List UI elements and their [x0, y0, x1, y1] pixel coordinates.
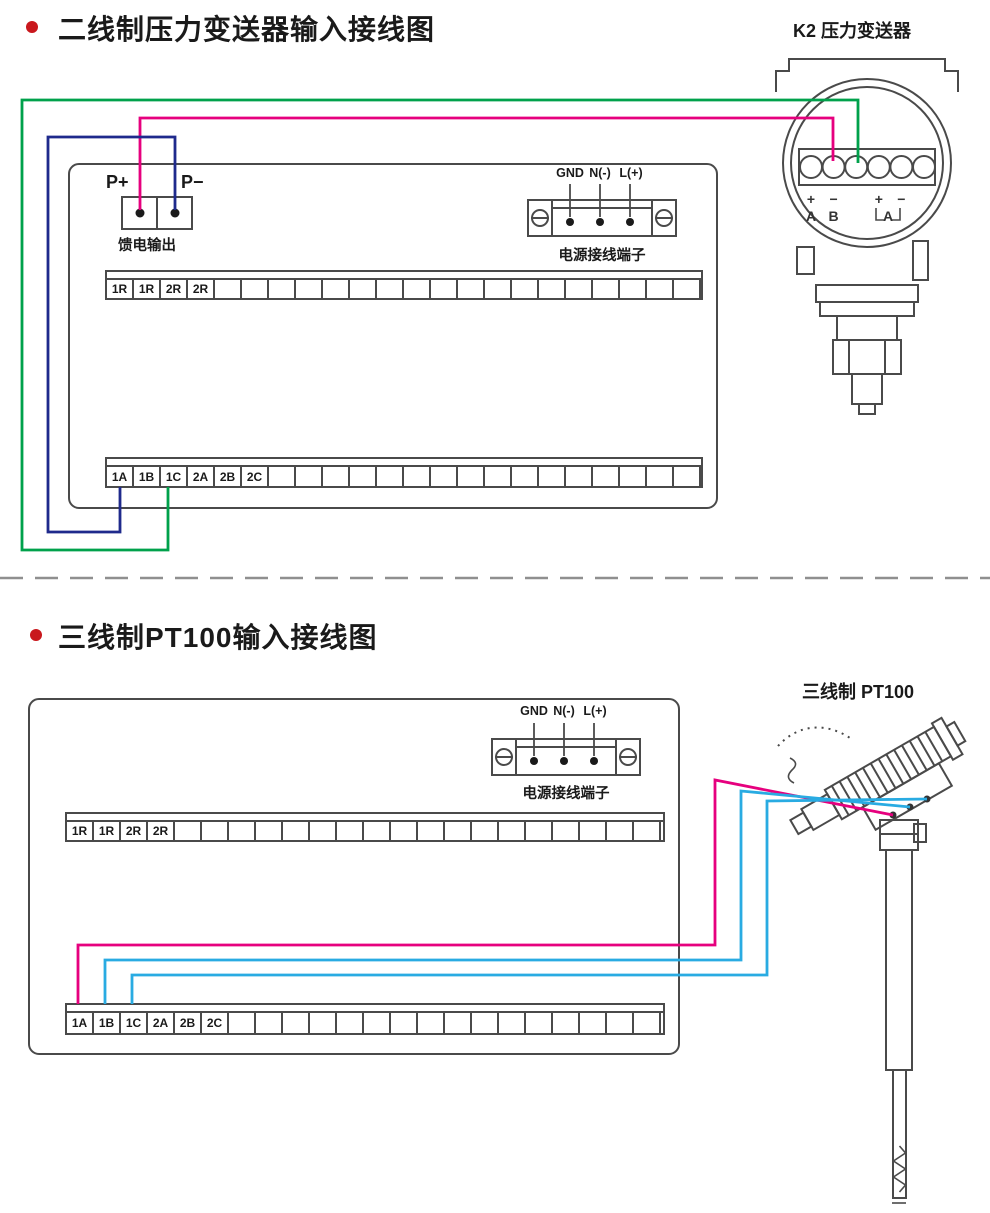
- terminal-cell: 1A: [67, 1013, 94, 1033]
- terminal-cell: 1B: [94, 1013, 121, 1033]
- terminal-sign: +: [875, 191, 883, 207]
- power-label-n-2: N(-): [553, 704, 575, 718]
- terminal-letter: A: [806, 208, 816, 224]
- relay-terminal-strip-1: 1R 1R 2R 2R: [105, 270, 703, 300]
- terminal-sign: −: [830, 191, 838, 207]
- terminal-sign: −: [897, 191, 905, 207]
- input-terminal-strip-1: 1A 1B 1C 2A 2B 2C: [105, 457, 703, 488]
- resistor-zigzag: [892, 1145, 907, 1193]
- section1-title: 二线制压力变送器输入接线图: [58, 14, 436, 45]
- p-minus-label: P−: [181, 172, 204, 192]
- section2-title: 三线制PT100输入接线图: [58, 622, 378, 653]
- input-terminal-strip-2: 1A 1B 1C 2A 2B 2C: [65, 1003, 665, 1035]
- terminal-cell: 1R: [107, 280, 134, 298]
- strip-rail: [67, 1005, 663, 1013]
- terminal-cell: 2A: [148, 1013, 175, 1033]
- terminal-letter: B: [829, 208, 839, 224]
- pt100-head: [789, 716, 967, 836]
- terminal-sign: +: [807, 191, 815, 207]
- strip-empty-cells: [269, 467, 701, 486]
- strip-empty-cells: [229, 1013, 663, 1033]
- terminal-cell: 1R: [134, 280, 161, 298]
- strip-empty-cells: [175, 822, 663, 840]
- bullet-icon: [26, 21, 38, 33]
- terminal-cell: 2R: [161, 280, 188, 298]
- terminal-cell: 1A: [107, 467, 134, 486]
- strip-rail: [67, 814, 663, 822]
- pt100-probe-drawing: [777, 716, 967, 1204]
- strip-empty-cells: [215, 280, 701, 298]
- power-label-n-1: N(-): [589, 166, 611, 180]
- pressure-transmitter-drawing: + − + − A B A: [775, 58, 959, 415]
- power-caption-1: 电源接线端子: [558, 248, 646, 264]
- terminal-cell: 2R: [188, 280, 215, 298]
- terminal-cell: 1R: [94, 822, 121, 840]
- power-label-gnd-1: GND: [556, 166, 584, 180]
- terminal-cell: 2B: [215, 467, 242, 486]
- cable-dotted-arc: [777, 726, 851, 747]
- recorder-terminal-box-2: [28, 698, 680, 1055]
- strip-rail: [107, 272, 701, 280]
- terminal-cell: 2C: [242, 467, 269, 486]
- terminal-cell: 2R: [121, 822, 148, 840]
- power-label-gnd-2: GND: [520, 704, 548, 718]
- power-label-l-2: L(+): [583, 704, 607, 718]
- terminal-cell: 2A: [188, 467, 215, 486]
- feed-output-caption: 馈电输出: [118, 238, 176, 254]
- terminal-cell: 2B: [175, 1013, 202, 1033]
- device-k2-label: K2 压力变送器: [793, 21, 912, 41]
- terminal-cell: 2C: [202, 1013, 229, 1033]
- bracket-right: [892, 208, 901, 221]
- terminal-cell: 1C: [121, 1013, 148, 1033]
- device-pt100-label: 三线制 PT100: [802, 682, 915, 702]
- transmitter-flange: [775, 58, 959, 92]
- p-plus-label: P+: [106, 172, 129, 192]
- relay-terminal-strip-2: 1R 1R 2R 2R: [65, 812, 665, 842]
- strip-rail: [107, 459, 701, 467]
- terminal-cell: 1B: [134, 467, 161, 486]
- power-caption-2: 电源接线端子: [522, 786, 610, 802]
- terminal-cell: 1R: [67, 822, 94, 840]
- terminal-letter: A: [883, 208, 893, 224]
- bullet-icon: [30, 629, 42, 641]
- power-label-l-1: L(+): [619, 166, 643, 180]
- terminal-cell: 1C: [161, 467, 188, 486]
- spring-squiggle: [787, 757, 797, 784]
- terminal-cell: 2R: [148, 822, 175, 840]
- bracket-left: [875, 208, 884, 221]
